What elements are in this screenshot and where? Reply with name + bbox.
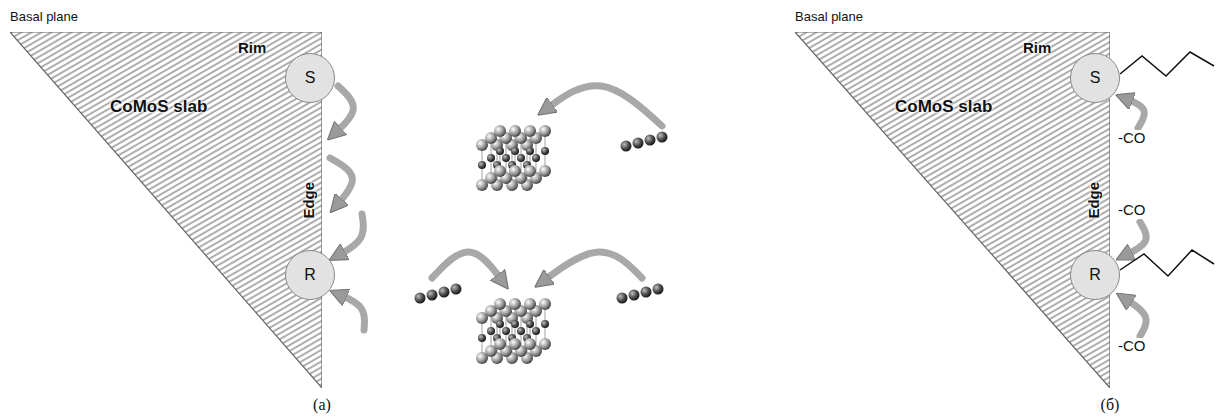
atom-sphere: [487, 327, 495, 335]
atom-sphere: [502, 154, 510, 162]
edge-label: Edge: [301, 182, 318, 219]
atom-sphere: [509, 125, 521, 137]
atom-sphere: [524, 338, 536, 350]
curved-arrow: [1124, 222, 1146, 256]
atom-sphere: [657, 132, 668, 143]
rim-label: Rim: [238, 40, 266, 57]
atom-sphere: [487, 154, 495, 162]
atom-sphere: [502, 327, 510, 335]
curved-arrow: [338, 294, 365, 330]
curved-arrow: [1124, 298, 1146, 336]
atom-sphere: [509, 165, 521, 177]
atom-sphere: [621, 141, 632, 152]
atom-sphere: [539, 298, 551, 310]
slab-label: CoMoS slab: [110, 98, 207, 117]
atom-sphere: [524, 298, 536, 310]
plane-label: Basal plane: [10, 10, 78, 24]
site-circle: R: [285, 250, 335, 300]
curved-arrow: [1124, 98, 1144, 128]
atom-sphere: [539, 338, 551, 350]
atom-sphere: [539, 165, 551, 177]
crystal-cluster: [476, 298, 551, 364]
slab-outline: [10, 32, 322, 388]
edge-label: Edge: [1086, 182, 1103, 219]
atom-sphere: [645, 135, 656, 146]
site-label: S: [305, 69, 316, 87]
curved-arrow: [337, 214, 363, 256]
atom-sphere: [509, 338, 521, 350]
plane-label: Basal plane: [795, 10, 863, 24]
atom-sphere: [541, 147, 549, 155]
atom-sphere: [494, 165, 506, 177]
molecule-chain: [621, 132, 668, 152]
atom-sphere: [526, 147, 534, 155]
slab-label: CoMoS slab: [895, 98, 992, 117]
atom-sphere: [478, 334, 486, 342]
alkyl-chain: [1120, 52, 1214, 76]
group-label: -CO: [1116, 338, 1148, 355]
rim-label: Rim: [1023, 40, 1051, 57]
site-circle: R: [1070, 250, 1120, 300]
slab-triangle: [10, 32, 322, 388]
atom-sphere: [496, 320, 504, 328]
atom-sphere: [633, 138, 644, 149]
atom-sphere: [524, 125, 536, 137]
atom-sphere: [427, 290, 438, 301]
atom-sphere: [532, 327, 540, 335]
curved-arrow: [334, 86, 353, 134]
atom-sphere: [629, 290, 640, 301]
curved-arrow: [330, 158, 352, 206]
atom-sphere: [511, 320, 519, 328]
atom-sphere: [494, 298, 506, 310]
atom-sphere: [524, 165, 536, 177]
atom-sphere: [617, 293, 628, 304]
atom-sphere: [451, 284, 462, 295]
site-circle: S: [1070, 53, 1120, 103]
site-label: R: [1089, 266, 1101, 284]
panel-caption: (а): [313, 396, 331, 414]
atom-sphere: [526, 320, 534, 328]
site-label: R: [304, 266, 316, 284]
atom-sphere: [541, 320, 549, 328]
atom-sphere: [494, 125, 506, 137]
atom-sphere: [478, 161, 486, 169]
group-label: -CO: [1116, 202, 1148, 219]
curved-arrow: [542, 252, 642, 282]
slab-triangle: [795, 32, 1110, 388]
atom-sphere: [641, 287, 652, 298]
atom-sphere: [511, 147, 519, 155]
atom-sphere: [539, 125, 551, 137]
site-label: S: [1090, 69, 1101, 87]
crystal-cluster: [476, 125, 551, 191]
atom-sphere: [509, 298, 521, 310]
atom-sphere: [532, 154, 540, 162]
group-label: -CO: [1116, 130, 1148, 147]
alkyl-chain: [1120, 250, 1214, 276]
atom-sphere: [517, 154, 525, 162]
slab-triangle: RimCoMoS slabEdge: [795, 32, 1110, 388]
panel-caption: (б): [1101, 396, 1120, 414]
slab-outline: [795, 32, 1110, 388]
molecule-chain: [617, 284, 664, 304]
curved-arrow: [432, 252, 503, 282]
curved-arrow: [545, 86, 662, 126]
atom-sphere: [415, 293, 426, 304]
atom-sphere: [496, 147, 504, 155]
slab-triangle: RimCoMoS slabEdge: [10, 32, 322, 388]
atom-sphere: [494, 338, 506, 350]
atom-sphere: [517, 327, 525, 335]
atom-sphere: [653, 284, 664, 295]
molecule-chain: [415, 284, 462, 304]
site-circle: S: [285, 53, 335, 103]
atom-sphere: [439, 287, 450, 298]
